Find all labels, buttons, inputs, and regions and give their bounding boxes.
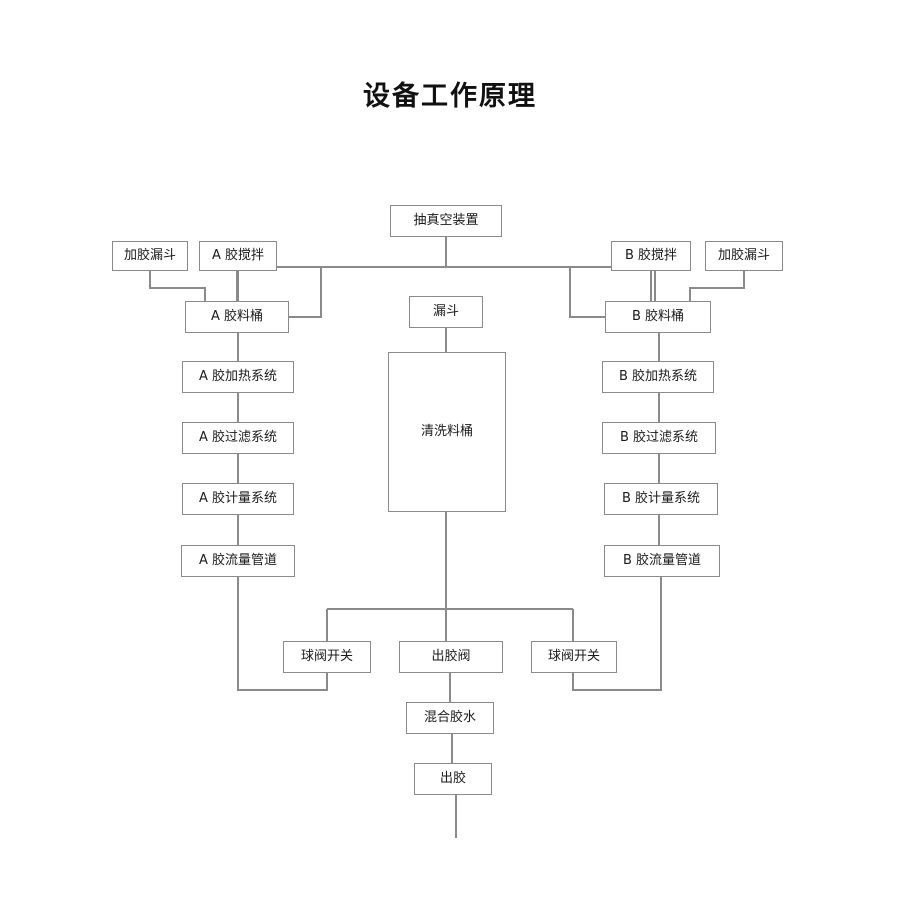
edge-b-flowpipe-to-ballvalve: [572, 577, 662, 691]
node-a-flow-pipe[interactable]: A 胶流量管道: [181, 545, 295, 577]
edge-b-hopper-to-b-tank: [689, 271, 745, 301]
node-glue-outlet-valve[interactable]: 出胶阀: [399, 641, 503, 673]
node-b-filter-system[interactable]: B 胶过滤系统: [602, 422, 716, 454]
page-title: 设备工作原理: [363, 81, 537, 112]
node-funnel[interactable]: 漏斗: [409, 296, 483, 328]
node-a-metering-system[interactable]: A 胶计量系统: [182, 483, 294, 515]
edge-a-hopper-to-a-tank: [149, 271, 206, 301]
edge-a-tank-to-bus: [289, 267, 322, 318]
node-a-heating-system[interactable]: A 胶加热系统: [182, 361, 294, 393]
node-b-flow-pipe[interactable]: B 胶流量管道: [604, 545, 720, 577]
node-b-heating-system[interactable]: B 胶加热系统: [602, 361, 714, 393]
node-a-ball-valve-switch[interactable]: 球阀开关: [283, 641, 371, 673]
node-a-glue-mixer[interactable]: A 胶搅拌: [199, 241, 277, 271]
node-mixed-glue[interactable]: 混合胶水: [406, 702, 494, 734]
node-cleaning-tank[interactable]: 清洗料桶: [388, 352, 506, 512]
node-a-filter-system[interactable]: A 胶过滤系统: [182, 422, 294, 454]
node-b-glue-mixer[interactable]: B 胶搅拌: [611, 241, 691, 271]
node-b-ball-valve-switch[interactable]: 球阀开关: [531, 641, 617, 673]
node-vacuum-device[interactable]: 抽真空装置: [390, 205, 502, 237]
edge-b-tank-to-bus: [569, 267, 605, 318]
node-b-metering-system[interactable]: B 胶计量系统: [604, 483, 718, 515]
node-b-feed-hopper[interactable]: 加胶漏斗: [705, 241, 783, 271]
node-a-feed-hopper[interactable]: 加胶漏斗: [112, 241, 188, 271]
node-a-glue-tank[interactable]: A 胶料桶: [185, 301, 289, 333]
node-b-glue-tank[interactable]: B 胶料桶: [605, 301, 711, 333]
edge-a-flowpipe-to-ballvalve: [237, 577, 328, 691]
node-glue-discharge[interactable]: 出胶: [414, 763, 492, 795]
